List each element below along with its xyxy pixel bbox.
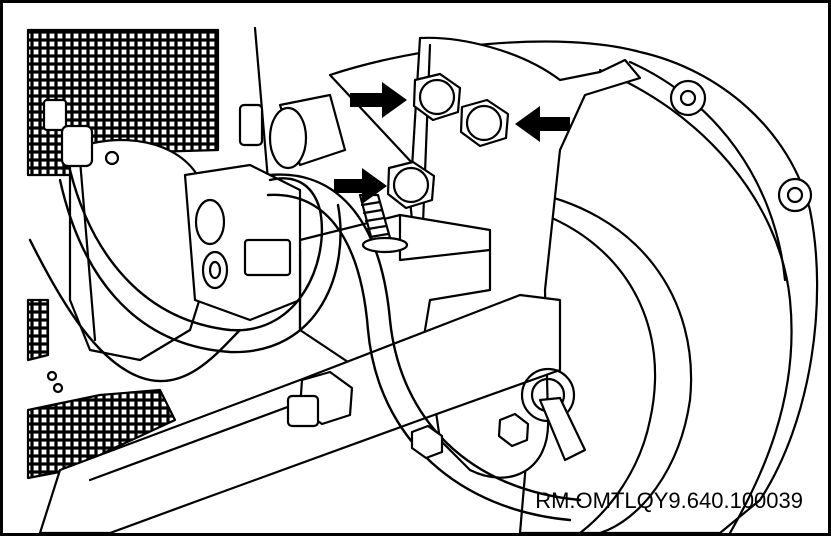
hose-main [268,173,582,502]
radiator-grille-left-edge [26,298,50,362]
hose-fitting-left [42,98,94,168]
bracket-bolt-lower [497,412,530,448]
arrow-upper-left-bolt [350,82,407,118]
upper-left-bolt [412,72,462,122]
engine-mount-block [298,213,492,372]
upper-right-bolt [459,98,510,148]
alternator-housing [68,138,217,362]
arrow-lower-bolt [334,168,387,204]
rim-bolt-right [777,177,813,213]
figure-reference-code: RM.OMTLQY9.640.100039 [535,488,803,513]
frame-bolt-small [410,424,444,460]
flywheel-rim [598,68,793,533]
sensor-canister [268,93,347,170]
hose-upper [68,168,324,332]
ground-terminal [520,367,587,462]
rim-bolt-top [669,79,707,117]
frame-bolt-left [286,370,354,428]
lower-bolt [386,160,436,210]
electrical-connector [243,238,292,277]
arrow-upper-right-bolt [515,106,570,142]
radiator-grille-lower [26,388,177,480]
